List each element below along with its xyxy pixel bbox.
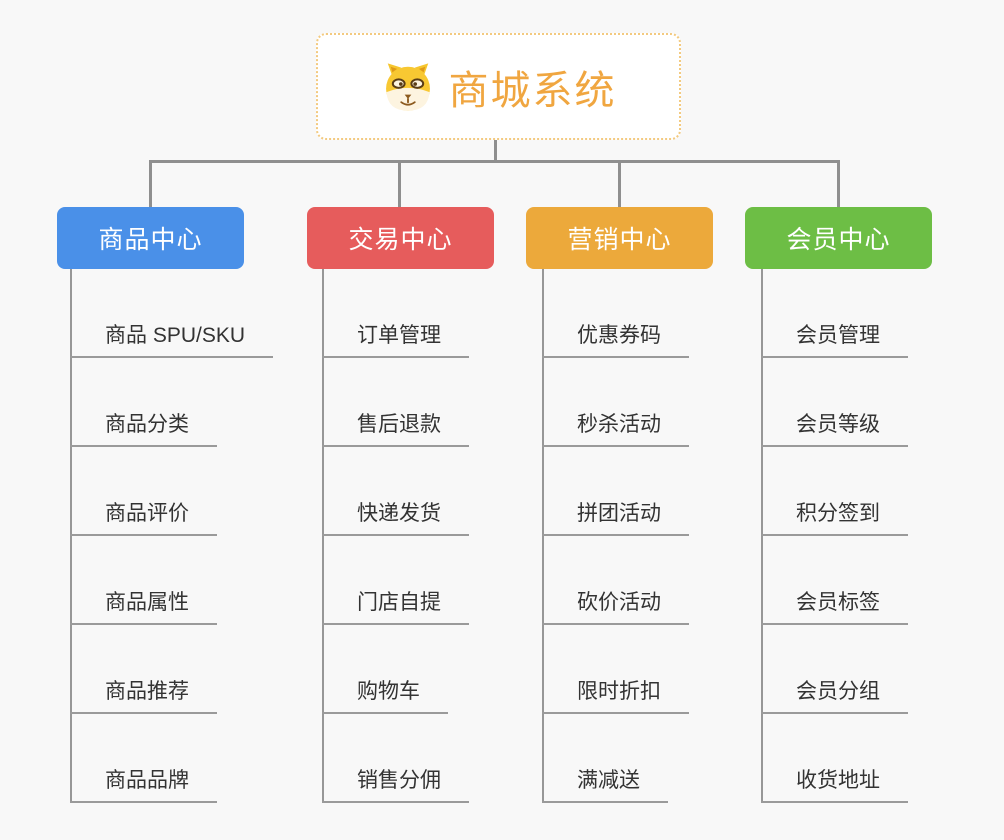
child-node[interactable]: 秒杀活动 (542, 408, 689, 447)
child-node[interactable]: 会员分组 (761, 675, 908, 714)
child-node[interactable]: 快递发货 (322, 497, 469, 536)
child-node[interactable]: 商品 SPU/SKU (70, 319, 274, 358)
child-node[interactable]: 会员等级 (761, 408, 908, 447)
branch-node-trade-center[interactable]: 交易中心 (307, 207, 494, 269)
child-node[interactable]: 门店自提 (322, 586, 469, 625)
child-node[interactable]: 积分签到 (761, 497, 908, 536)
branch-label: 交易中心 (348, 226, 453, 254)
child-node[interactable]: 拼团活动 (542, 497, 689, 536)
child-node[interactable]: 商品品牌 (70, 764, 217, 803)
branch-stub-connector (618, 160, 621, 208)
child-node[interactable]: 收货地址 (761, 764, 908, 803)
child-node[interactable]: 销售分佣 (322, 764, 469, 803)
branch-label: 营销中心 (567, 226, 672, 254)
branch-stub-connector (837, 160, 840, 208)
child-node[interactable]: 商品推荐 (70, 675, 217, 714)
child-node[interactable]: 砍价活动 (542, 586, 689, 625)
child-node[interactable]: 购物车 (322, 675, 448, 714)
child-node[interactable]: 优惠券码 (542, 319, 689, 358)
child-node[interactable]: 限时折扣 (542, 675, 689, 714)
branch-stub-connector (398, 160, 401, 208)
child-node[interactable]: 商品属性 (70, 586, 217, 625)
branch-node-product-center[interactable]: 商品中心 (57, 207, 244, 269)
branch-stub-connector (149, 160, 152, 208)
branch-label: 会员中心 (786, 226, 891, 254)
child-node[interactable]: 商品分类 (70, 408, 217, 447)
child-node[interactable]: 满减送 (542, 764, 668, 803)
branch-label: 商品中心 (98, 226, 203, 254)
child-node[interactable]: 会员标签 (761, 586, 908, 625)
branch-node-member-center[interactable]: 会员中心 (745, 207, 932, 269)
child-node[interactable]: 订单管理 (322, 319, 469, 358)
child-node[interactable]: 商品评价 (70, 497, 217, 536)
root-node-label: 商城系统 (448, 68, 617, 113)
dog-face-icon (385, 62, 430, 111)
child-node[interactable]: 售后退款 (322, 408, 469, 447)
root-node[interactable]: 商城系统 (316, 33, 681, 140)
root-stem-connector (494, 139, 497, 162)
branch-rail-connector (149, 160, 840, 163)
branch-node-marketing-center[interactable]: 营销中心 (526, 207, 713, 269)
child-node[interactable]: 会员管理 (761, 319, 908, 358)
